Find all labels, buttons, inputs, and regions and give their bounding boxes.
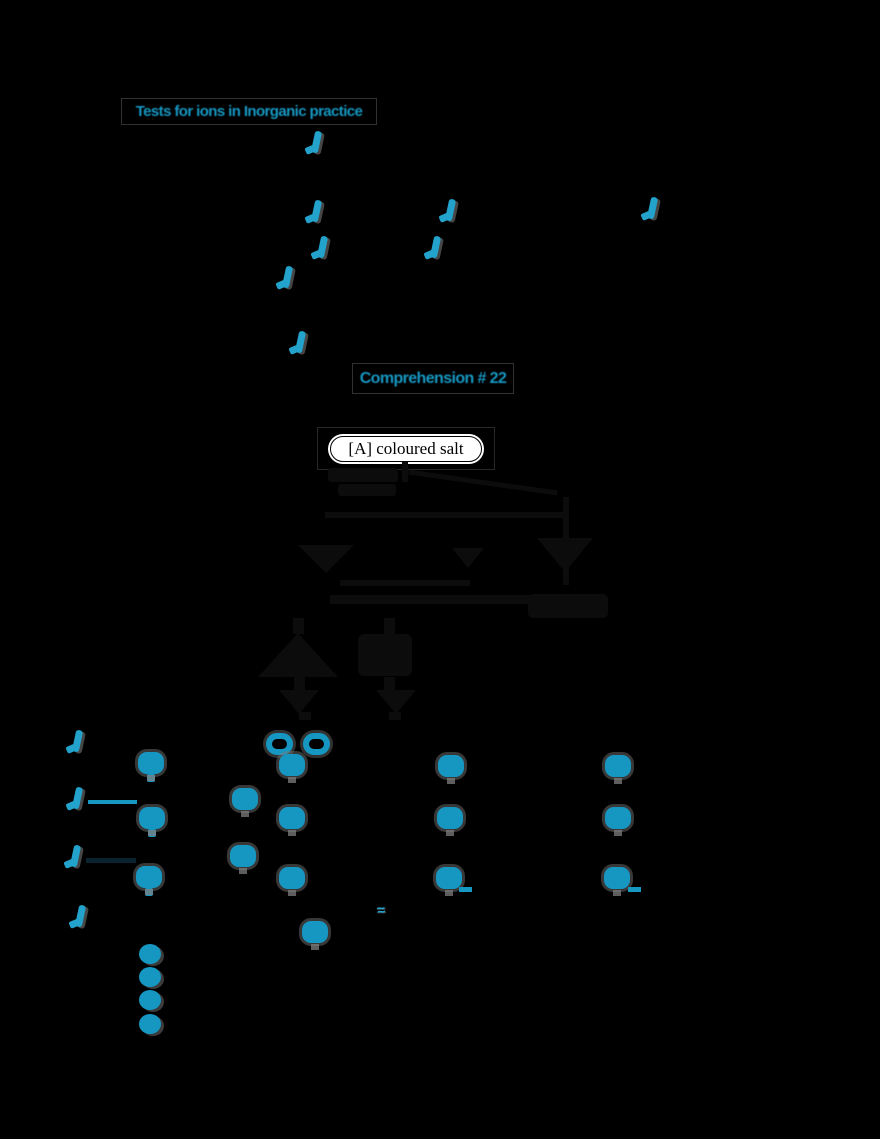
checkmark-icon	[646, 196, 659, 220]
checkmark-icon	[316, 235, 329, 259]
checkmark-icon	[310, 199, 323, 223]
scribble-mark: ≈	[375, 901, 387, 920]
heading-text: Tests for ions in Inorganic practice	[135, 103, 363, 120]
checkmark-icon	[294, 330, 307, 354]
heading-text: Comprehension # 22	[359, 369, 507, 387]
answer-blob-mark	[438, 755, 464, 784]
checkmark-icon	[71, 786, 84, 810]
cyan-dash-mark	[628, 887, 641, 892]
underline-mark	[86, 858, 136, 863]
answer-blob-mark	[230, 845, 256, 874]
answer-blob-mark	[139, 807, 165, 837]
answer-blob-mark	[136, 866, 162, 896]
checkmark-icon	[429, 235, 442, 259]
answer-blob-mark	[138, 752, 164, 782]
answer-dot-mark	[139, 944, 161, 964]
answer-dot-mark	[139, 1014, 161, 1034]
answer-ring-mark	[266, 733, 293, 755]
answer-blob-mark	[605, 807, 631, 836]
answer-dot-mark	[139, 967, 161, 987]
coloured-salt-pill: [A] coloured salt	[328, 433, 484, 464]
answer-blob-mark	[279, 867, 305, 896]
answer-blob-mark	[279, 754, 305, 783]
checkmark-icon	[74, 904, 87, 928]
answer-blob-mark	[302, 921, 328, 950]
checkmark-icon	[444, 198, 457, 222]
answer-blob-mark	[437, 807, 463, 836]
checkmark-icon	[71, 729, 84, 753]
answer-blob-mark	[604, 867, 630, 896]
answer-blob-mark	[232, 788, 258, 817]
pill-label: [A] coloured salt	[348, 438, 464, 458]
checkmark-icon	[310, 130, 323, 154]
answer-blob-mark	[436, 867, 462, 896]
answer-dot-mark	[139, 990, 161, 1010]
answer-ring-mark	[303, 733, 330, 755]
comprehension-heading-garbled: Comprehension # 22	[352, 363, 514, 394]
checkmark-icon	[281, 265, 294, 289]
checkmark-icon	[69, 844, 82, 868]
pill-keyline-box: [A] coloured salt	[317, 427, 495, 470]
cyan-dash-mark	[459, 887, 472, 892]
underline-mark	[88, 800, 137, 804]
answer-blob-mark	[279, 807, 305, 836]
section-heading-garbled: Tests for ions in Inorganic practice	[121, 98, 377, 125]
answer-blob-mark	[605, 755, 631, 784]
